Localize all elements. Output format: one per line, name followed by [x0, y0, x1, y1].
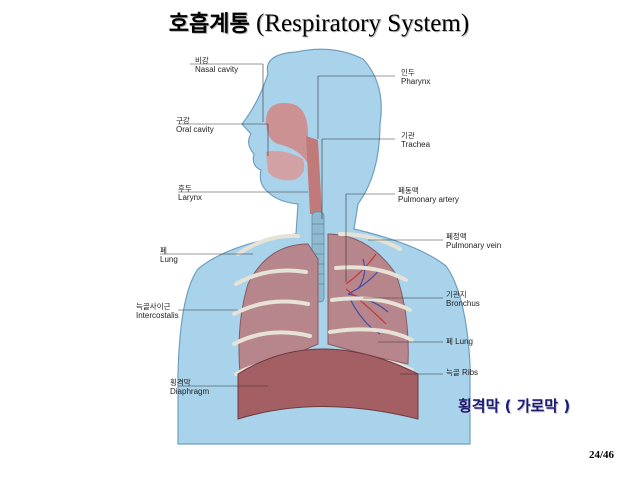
label-larynx-ko: 후두 [178, 184, 192, 193]
label-pharynx: 인두 Pharynx [401, 68, 430, 86]
label-nasal-cavity-en: Nasal cavity [195, 65, 239, 74]
label-ribs: 늑골 Ribs [446, 368, 478, 377]
label-nasal-cavity: 비강 Nasal cavity [195, 56, 238, 74]
label-pulmonary-artery: 폐동맥 Pulmonary artery [398, 186, 459, 204]
label-larynx: 후두 Larynx [178, 184, 202, 202]
label-diaphragm-en: Diaphragm [170, 387, 210, 396]
label-lung-left-en: Lung [160, 255, 178, 264]
label-pulmonary-vein-ko: 폐정맥 [446, 232, 467, 241]
label-larynx-en: Larynx [178, 193, 203, 202]
title-english: (Respiratory System) [256, 10, 470, 37]
label-intercostalis-en: Intercostalis [136, 311, 179, 320]
diaphragm-shape [237, 348, 419, 420]
label-oral-cavity: 구강 Oral cavity [176, 116, 214, 134]
label-intercostalis-ko: 늑골사이근 [136, 302, 171, 311]
label-diaphragm-ko: 횡격막 [170, 378, 191, 387]
label-pulmonary-vein-en: Pulmonary vein [446, 241, 502, 250]
label-lung-right: 폐 Lung [446, 337, 473, 346]
label-oral-cavity-en: Oral cavity [176, 125, 214, 134]
respiratory-system-illustration [160, 48, 471, 445]
label-bronchus-en: Bronchus [446, 299, 480, 308]
label-lung-left: 폐 Lung [160, 246, 178, 264]
label-bronchus: 기관지 Bronchus [446, 290, 480, 308]
label-ribs-en: Ribs [462, 368, 479, 377]
label-lung-right-en: Lung [455, 337, 473, 346]
label-trachea-ko: 기관 [401, 131, 415, 140]
title-korean: 호흡계통 [168, 12, 250, 37]
oral-cavity-shape [266, 150, 305, 181]
label-intercostalis: 늑골사이근 Intercostalis [136, 302, 179, 320]
slide-title: 호흡계통 (Respiratory System) [0, 6, 638, 38]
label-lung-left-ko: 폐 [160, 246, 167, 255]
label-trachea-en: Trachea [401, 140, 431, 149]
diaphragm-note: 횡격막 ( 가로막 ) [458, 397, 571, 415]
label-pulmonary-artery-en: Pulmonary artery [398, 195, 459, 204]
label-trachea: 기관 Trachea [401, 131, 430, 149]
label-bronchus-ko: 기관지 [446, 290, 467, 299]
leader-lines [160, 63, 443, 387]
label-diaphragm: 횡격막 Diaphragm [170, 378, 209, 396]
label-pharynx-en: Pharynx [401, 77, 431, 86]
label-ribs-ko: 늑골 [446, 368, 460, 377]
label-pulmonary-artery-ko: 폐동맥 [398, 186, 419, 195]
pharynx-shape [306, 136, 322, 214]
nasal-cavity-shape [266, 103, 308, 164]
label-nasal-cavity-ko: 비강 [195, 56, 209, 65]
label-pulmonary-vein: 폐정맥 Pulmonary vein [446, 232, 501, 250]
label-lung-right-ko: 폐 [446, 337, 453, 346]
page-number: 24/46 [588, 449, 614, 461]
label-oral-cavity-ko: 구강 [176, 116, 190, 125]
pulmonary-vessels [345, 253, 387, 325]
label-pharynx-ko: 인두 [401, 68, 415, 77]
